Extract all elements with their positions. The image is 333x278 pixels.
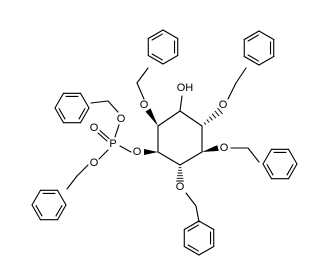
bond: [227, 82, 237, 100]
ring-bond: [54, 107, 65, 124]
ring-bond: [198, 220, 215, 231]
double-bond: [99, 130, 110, 140]
bond: [90, 100, 109, 104]
bond: [195, 205, 200, 223]
ring-bond: [56, 189, 67, 206]
phenyl-ring: [54, 92, 90, 124]
ring-double-bond: [266, 164, 274, 176]
bond: [185, 192, 197, 207]
phenyl-ring: [262, 148, 298, 180]
ring-bond: [162, 54, 179, 65]
ring-bond: [183, 245, 200, 256]
bond: [76, 164, 89, 177]
oxygen-label: O: [219, 99, 228, 111]
oxygen-label: O: [90, 122, 99, 134]
ring-double-bond: [58, 108, 66, 120]
bond: [136, 82, 145, 100]
ring-bond: [31, 189, 42, 206]
ring-double-bond: [78, 108, 86, 120]
wedge-bond: [145, 108, 158, 126]
phenyl-ring: [183, 220, 215, 256]
ring-bond: [287, 163, 298, 180]
ring-bond: [287, 148, 298, 165]
bond: [235, 67, 247, 84]
ring-bond: [243, 55, 260, 66]
ring-double-bond: [286, 164, 294, 176]
ring-double-bond: [247, 34, 259, 42]
phenyl-ring: [147, 29, 179, 65]
wedge-bond: [202, 145, 219, 152]
wedge-bond: [144, 149, 158, 155]
hashed-bond: [176, 167, 184, 182]
ring-bond: [31, 204, 42, 221]
hashed-bond: [203, 107, 223, 125]
cyclohexane-bond: [179, 151, 203, 166]
oxygen-label: O: [220, 142, 229, 154]
oxygen-label: O: [90, 157, 99, 169]
bond: [136, 67, 149, 84]
oxygen-label: O: [140, 99, 149, 111]
bond: [66, 175, 78, 190]
oxygen-label: O: [176, 181, 185, 193]
bond: [179, 95, 183, 112]
ring-bond: [183, 220, 200, 231]
oxygen-label: O: [133, 146, 142, 158]
phosphorus-label: P: [109, 138, 116, 150]
ring-bond: [262, 148, 273, 165]
double-bond: [97, 132, 108, 142]
ring-bond: [79, 92, 90, 109]
cyclohexane-bond: [157, 110, 181, 127]
ring-double-bond: [151, 53, 163, 61]
ring-bond: [198, 245, 215, 256]
bond: [247, 147, 260, 163]
ring-double-bond: [55, 205, 63, 217]
bond: [98, 149, 109, 160]
ring-bond: [258, 55, 275, 66]
phenyl-ring: [31, 189, 67, 221]
oxygen-label: O: [117, 113, 126, 125]
bond: [114, 124, 120, 138]
phenyl-ring: [243, 30, 275, 66]
ring-bond: [147, 29, 164, 40]
ring-double-bond: [35, 205, 43, 217]
ring-double-bond: [151, 33, 163, 41]
ring-bond: [162, 29, 179, 40]
cyclohexane-bond: [157, 151, 181, 166]
bond: [119, 145, 132, 153]
bond: [107, 100, 119, 113]
ring-bond: [258, 30, 275, 41]
ring-double-bond: [247, 54, 259, 62]
hydroxyl-label: OH: [177, 82, 194, 94]
ring-double-bond: [187, 224, 199, 232]
ring-double-bond: [187, 244, 199, 252]
ring-bond: [54, 92, 65, 109]
ring-bond: [262, 163, 273, 180]
ring-bond: [79, 107, 90, 124]
ring-bond: [243, 30, 260, 41]
ring-bond: [56, 204, 67, 221]
cyclohexane-bond: [179, 110, 203, 127]
ring-bond: [147, 54, 164, 65]
